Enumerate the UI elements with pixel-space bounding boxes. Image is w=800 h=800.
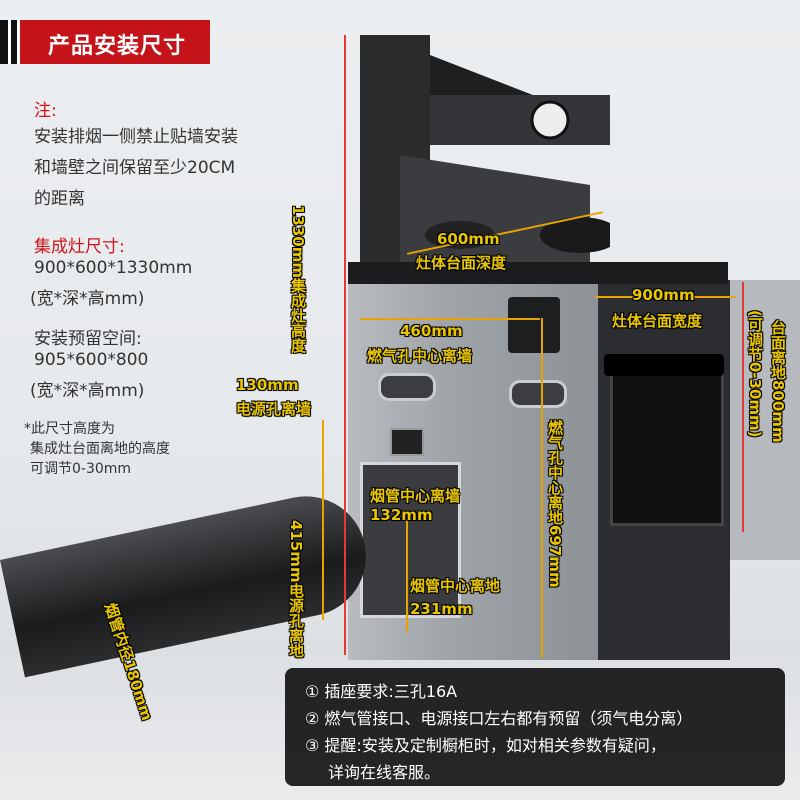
- requirement-2: ② 燃气管接口、电源接口左右都有预留（须气电分离）: [305, 709, 693, 728]
- height-dimension-line: [344, 35, 346, 655]
- counter-height-label: 台面离地800mm: [769, 320, 787, 443]
- gas-wall-value: 460mm: [400, 322, 463, 340]
- install-space-unit: (宽*深*高mm): [30, 381, 145, 401]
- vent-slot-left: [378, 373, 436, 401]
- footnote-line-1: *此尺寸高度为: [24, 421, 115, 437]
- flue-wall-label: 烟管中心离墙: [370, 487, 461, 505]
- requirement-3-cont: 详询在线客服。: [328, 763, 441, 782]
- power-floor-line: [322, 420, 324, 620]
- gas-wall-label: 燃气孔中心离墙: [367, 347, 473, 365]
- flue-floor-line: [406, 520, 408, 632]
- power-floor-label: 415mm电源孔离地: [287, 520, 305, 658]
- vent-slot-right: [509, 380, 567, 408]
- flue-floor-label: 烟管中心离地: [410, 577, 501, 595]
- depth-value: 600mm: [437, 230, 500, 248]
- width-dimension-line: [595, 296, 735, 298]
- requirement-1: ① 插座要求:三孔16A: [305, 682, 458, 701]
- note-line-1: 安装排烟一侧禁止贴墙安装: [34, 127, 238, 147]
- requirement-3: ③ 提醒:安装及定制橱柜时，如对相关参数有疑问，: [305, 736, 666, 755]
- oven-handle: [604, 354, 724, 376]
- cabinet-side-panel: [728, 280, 800, 560]
- gas-floor-label: 燃气孔中心离地697mm: [546, 420, 564, 588]
- countertop: [348, 262, 728, 284]
- depth-label: 灶体台面深度: [416, 254, 507, 272]
- oven-window: [610, 360, 724, 526]
- gas-inlet-panel: [508, 297, 560, 353]
- note-label: 注:: [34, 101, 57, 121]
- footnote-line-2: 集成灶台面离地的高度: [30, 441, 170, 457]
- stove-size-value: 900*600*1330mm: [34, 258, 193, 278]
- counter-height-line: [742, 282, 744, 532]
- width-label: 灶体台面宽度: [612, 312, 703, 330]
- flue-wall-value: 132mm: [370, 506, 433, 524]
- footnote-line-3: 可调节0-30mm: [30, 461, 132, 477]
- install-space-label: 安装预留空间:: [34, 329, 142, 349]
- stove-size-label: 集成灶尺寸:: [34, 237, 125, 257]
- width-value: 900mm: [632, 286, 695, 304]
- counter-adjust-label: (可调节0-30mm): [746, 310, 764, 438]
- flue-floor-value: 231mm: [410, 600, 473, 618]
- note-line-3: 的距离: [34, 189, 85, 209]
- power-wall-value: 130mm: [236, 376, 299, 394]
- install-space-value: 905*600*800: [34, 350, 149, 370]
- gas-floor-line: [541, 318, 543, 658]
- title-bar: [0, 20, 210, 64]
- range-hood-illustration: [360, 35, 610, 275]
- requirements-panel: [285, 668, 785, 786]
- stove-size-unit: (宽*深*高mm): [30, 289, 145, 309]
- note-line-2: 和墙壁之间保留至少20CM: [34, 158, 236, 178]
- power-wall-label: 电源孔离墙: [236, 400, 312, 418]
- power-socket: [390, 428, 424, 456]
- page-title: 产品安装尺寸: [48, 34, 187, 59]
- height-total-label: 1330mm集成灶高度: [289, 205, 307, 354]
- gas-wall-line: [360, 318, 540, 320]
